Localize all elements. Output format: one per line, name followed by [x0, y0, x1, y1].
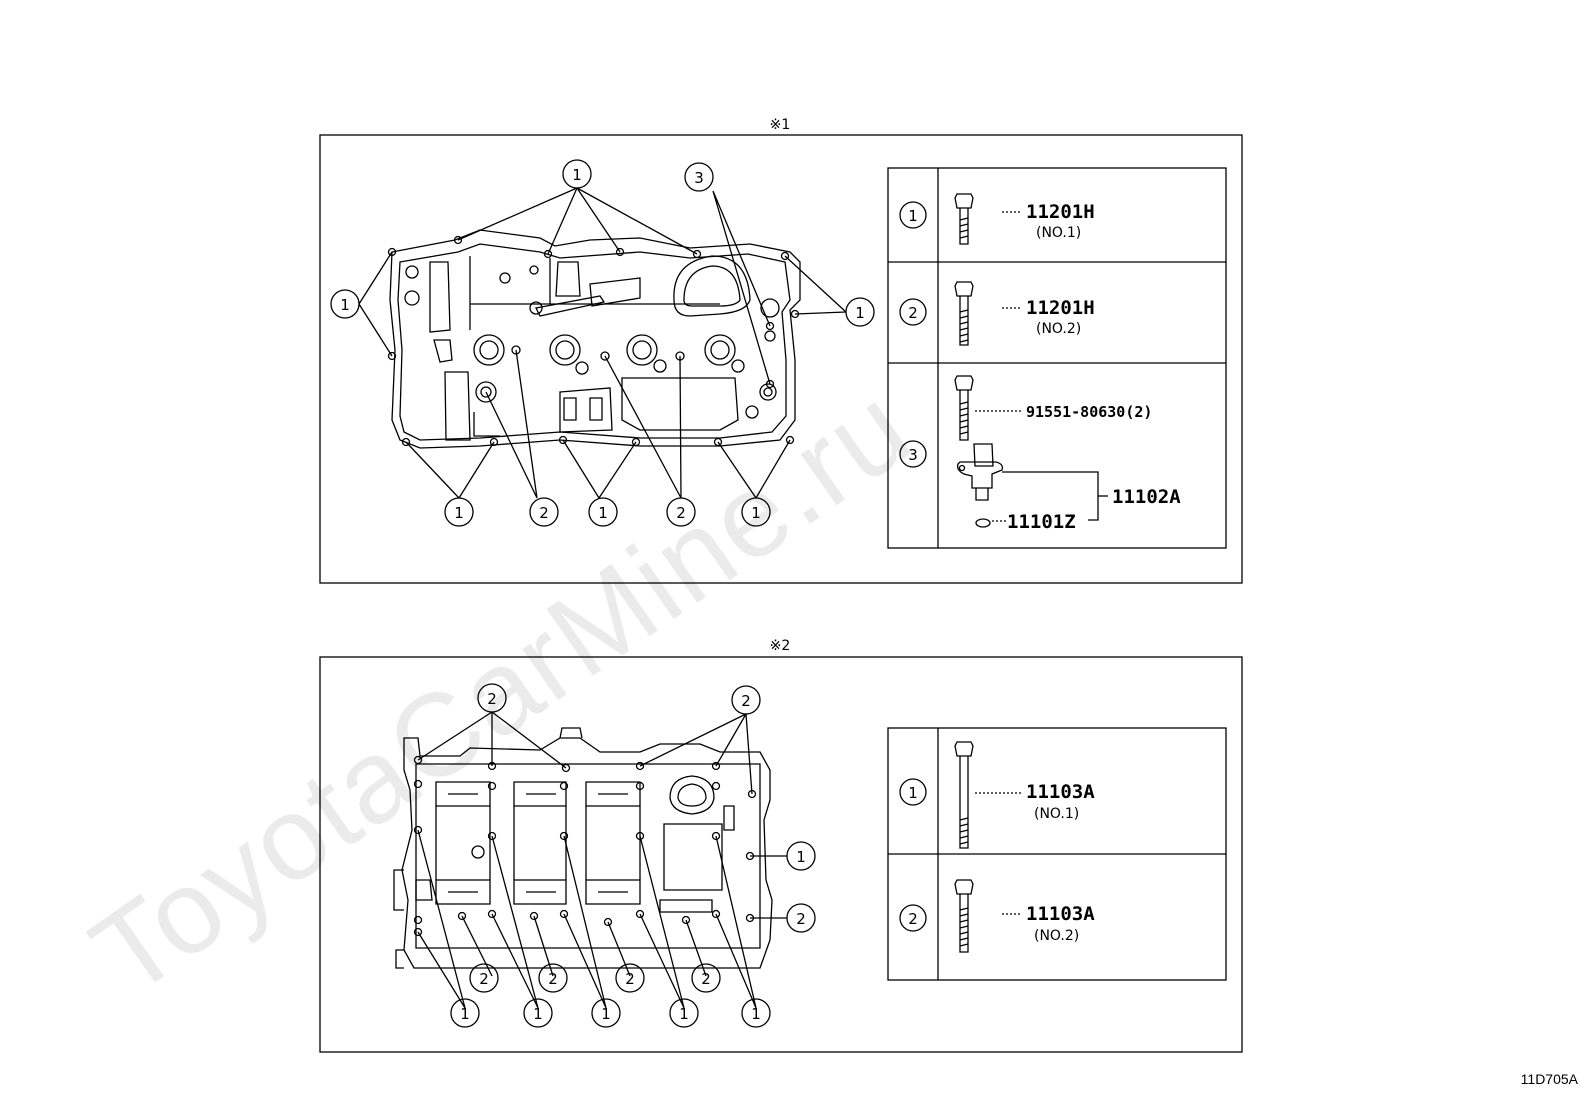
callout-label: 1 [796, 848, 806, 866]
sensor-icon [956, 443, 1004, 501]
bolt-icon [954, 281, 974, 346]
bolt-icon [954, 193, 974, 245]
part-number: 11201H [1026, 297, 1095, 319]
callout-label: 2 [539, 504, 549, 522]
bolt-icon [954, 741, 974, 849]
bolt-icon [954, 375, 974, 441]
callout-circle [786, 841, 816, 871]
callout-circle [330, 289, 360, 319]
part-note: (NO.1) [1036, 225, 1081, 241]
callout-label: 1 [340, 296, 350, 314]
callout-circle [529, 497, 559, 527]
part-number: 11103A [1026, 903, 1095, 925]
callout-label: 2 [676, 504, 686, 522]
part-note: (NO.1) [1034, 806, 1079, 822]
callout-label: 1 [572, 166, 582, 184]
callout-circle [450, 998, 480, 1028]
cylinder-head-drawing [387, 229, 801, 449]
callout-label: 1 [751, 1005, 761, 1023]
panel-2: ※2 [319, 638, 1243, 1053]
callout-circle [588, 497, 618, 527]
legend-number-circle [899, 298, 927, 326]
callout-circle [615, 963, 645, 993]
part-note: (NO.2) [1034, 928, 1079, 944]
callout-circle [786, 903, 816, 933]
cylinder-block-drawing [393, 727, 773, 969]
panel-1: ※1 [319, 117, 1243, 584]
callout-label: 3 [694, 169, 704, 187]
callout-circle [691, 963, 721, 993]
part-number: 91551-80630(2) [1026, 403, 1152, 421]
callout-label: 2 [741, 692, 751, 710]
panel-1-mark: ※1 [770, 117, 791, 133]
callout-circle [669, 998, 699, 1028]
callout-label: 2 [548, 970, 558, 988]
callout-circle [538, 963, 568, 993]
callout-circle [684, 162, 714, 192]
callout-label: 2 [701, 970, 711, 988]
callout-label: 1 [855, 304, 865, 322]
part-note: (NO.2) [1036, 321, 1081, 337]
panel-2-leaders [417, 711, 787, 1009]
legend-number: 2 [908, 304, 918, 322]
panel-1-legend-table [887, 167, 1227, 549]
legend-number: 2 [908, 910, 918, 928]
callout-label: 2 [487, 690, 497, 708]
legend-number: 1 [908, 207, 918, 225]
callout-label: 2 [479, 970, 489, 988]
panel-2-mark: ※2 [770, 638, 791, 654]
panel-2-callouts [450, 683, 816, 1028]
callout-circle [562, 159, 592, 189]
callout-label: 1 [751, 504, 761, 522]
callout-circle [469, 963, 499, 993]
legend-number-circle [899, 778, 927, 806]
panel-2-legend-table [887, 727, 1227, 981]
callout-circle [845, 297, 875, 327]
callout-circle [741, 497, 771, 527]
callout-label: 2 [625, 970, 635, 988]
o-ring-icon [975, 518, 991, 528]
legend-number-circle [899, 201, 927, 229]
callout-circle [731, 685, 761, 715]
callout-circle [444, 497, 474, 527]
callout-label: 1 [598, 504, 608, 522]
callout-label: 1 [533, 1005, 543, 1023]
part-number: 11102A [1112, 486, 1181, 508]
callout-circle [666, 497, 696, 527]
callout-circle [477, 683, 507, 713]
legend-number-circle [899, 440, 927, 468]
part-number: 11201H [1026, 201, 1095, 223]
panel-1-callouts [330, 159, 875, 527]
legend-number: 3 [908, 446, 918, 464]
callout-circle [591, 998, 621, 1028]
panel-1-leaders [358, 187, 847, 499]
callout-label: 2 [796, 910, 806, 928]
callout-label: 1 [454, 504, 464, 522]
callout-circle [523, 998, 553, 1028]
callout-circle [741, 998, 771, 1028]
legend-number: 1 [908, 784, 918, 802]
callout-label: 1 [601, 1005, 611, 1023]
part-number: 11103A [1026, 781, 1095, 803]
panel-2-frame [319, 656, 1243, 1053]
panel-1-frame [319, 134, 1243, 584]
figure-code: 11D705A [1520, 1071, 1578, 1087]
legend-number-circle [899, 904, 927, 932]
part-number: 11101Z [1007, 511, 1076, 533]
callout-label: 1 [460, 1005, 470, 1023]
callout-label: 1 [679, 1005, 689, 1023]
bolt-icon [954, 879, 974, 953]
